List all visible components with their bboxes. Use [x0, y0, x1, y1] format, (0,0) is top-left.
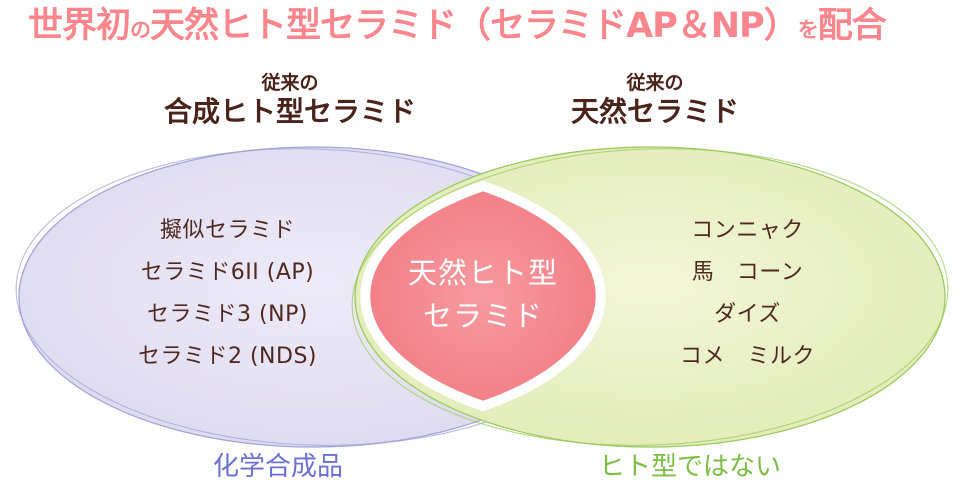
- title-segment: 世界初: [28, 6, 131, 46]
- page-title: 世界初の天然ヒト型セラミド（セラミドAP＆NP）を配合: [28, 2, 887, 54]
- right-item: ダイズ: [714, 302, 781, 327]
- left-footer: 化学合成品: [212, 452, 343, 482]
- right-item-list: コンニャク馬 コーンダイズコメ ミルク: [605, 210, 890, 378]
- right-item: コメ ミルク: [679, 344, 815, 369]
- left-item: セラミド2 (NDS): [137, 344, 318, 369]
- right-ellipse-outline: [351, 148, 949, 446]
- intersection-label-line: 天然ヒト型: [407, 256, 558, 290]
- left-item: セラミド6II (AP): [140, 260, 315, 285]
- right-subtitle: 従来の: [626, 72, 684, 94]
- intersection-lens: [360, 181, 606, 411]
- right-item: コンニャク: [691, 218, 804, 243]
- intersection-label-line: セラミド: [422, 299, 543, 333]
- left-item-list: 擬似セラミドセラミド6II (AP) セラミド3 (NP) セラミド2 (NDS): [85, 210, 370, 378]
- title-segment: を: [797, 18, 819, 42]
- left-subtitle: 従来の: [261, 72, 319, 94]
- right-footer: ヒト型ではない: [598, 452, 781, 482]
- left-item: セラミド3 (NP): [147, 302, 308, 327]
- right-item: 馬 コーン: [691, 260, 804, 285]
- left-item: 擬似セラミド: [159, 218, 295, 243]
- right-heading: 天然セラミド: [570, 95, 739, 128]
- left-heading: 合成ヒト型セラミド: [163, 95, 416, 128]
- title-segment: 天然ヒト型セラミド（セラミドAP＆NP）: [150, 6, 799, 46]
- title-segment: の: [130, 18, 151, 42]
- title-segment: 配合: [817, 6, 887, 46]
- intersection-label: 天然ヒト型セラミド: [383, 252, 583, 338]
